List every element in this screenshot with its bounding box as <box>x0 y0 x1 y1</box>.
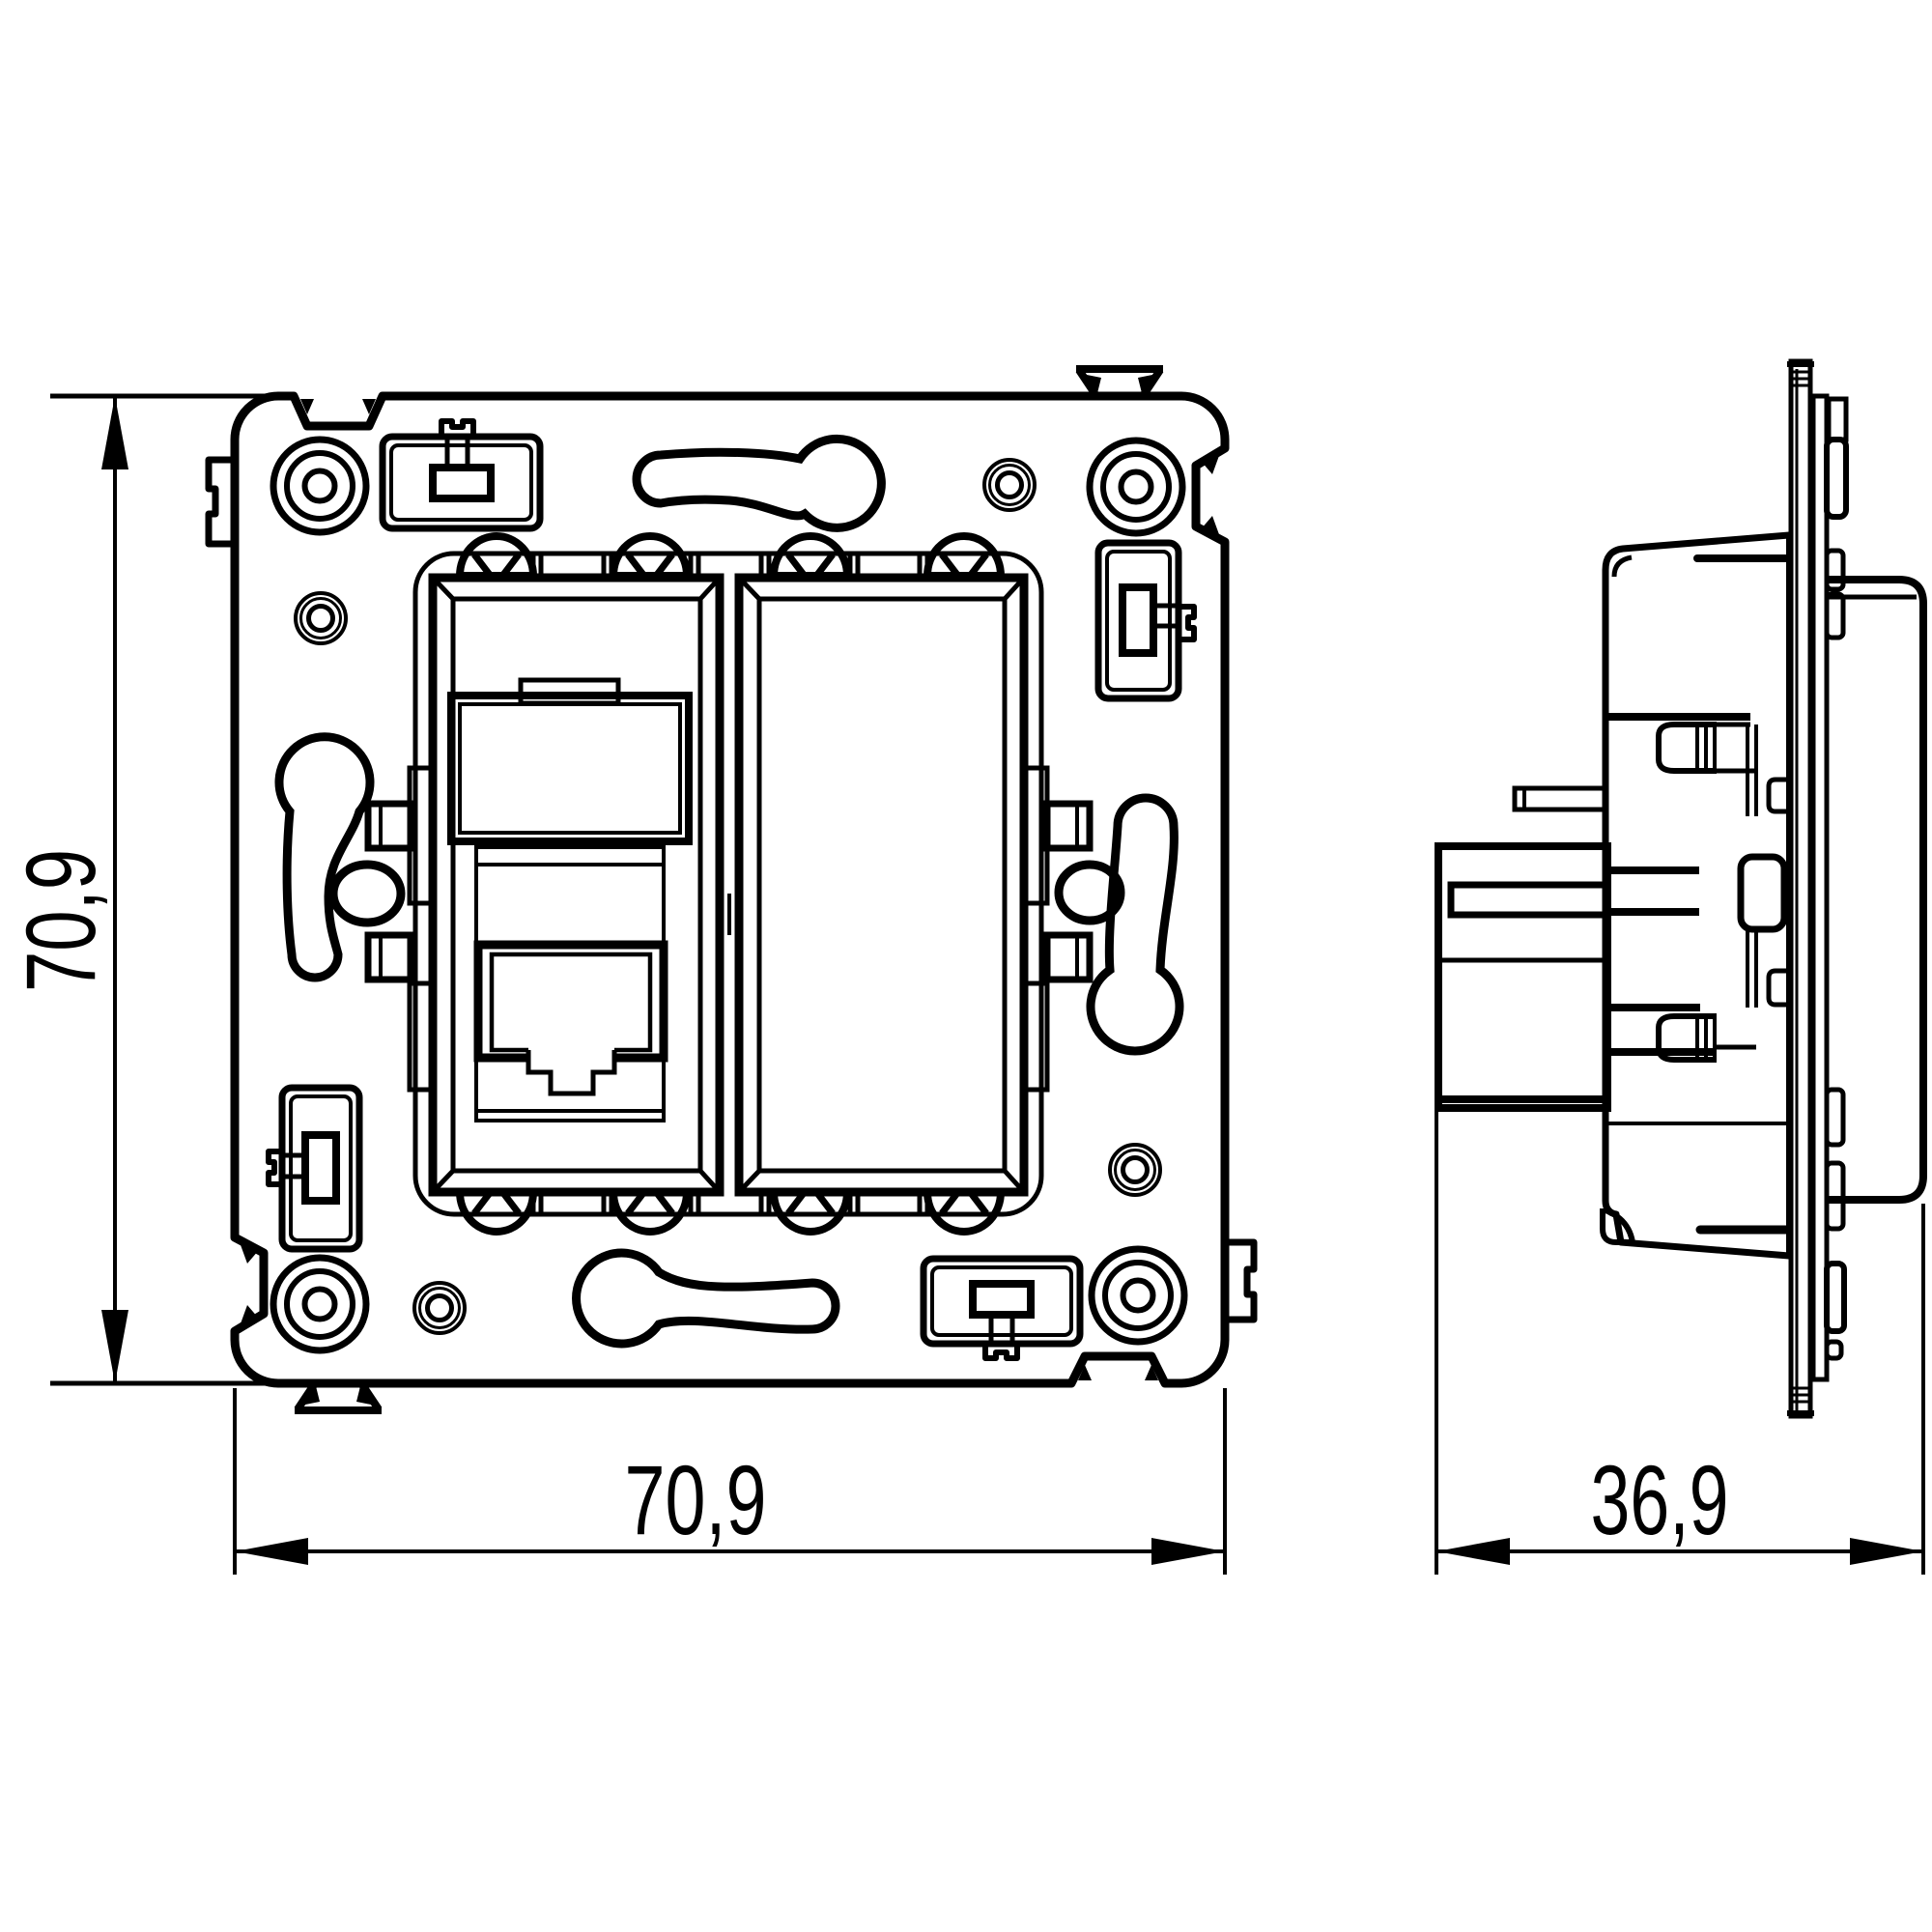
svg-text:70,9: 70,9 <box>625 1445 767 1555</box>
svg-text:36,9: 36,9 <box>1591 1445 1729 1555</box>
svg-text:70,9: 70,9 <box>6 849 116 992</box>
